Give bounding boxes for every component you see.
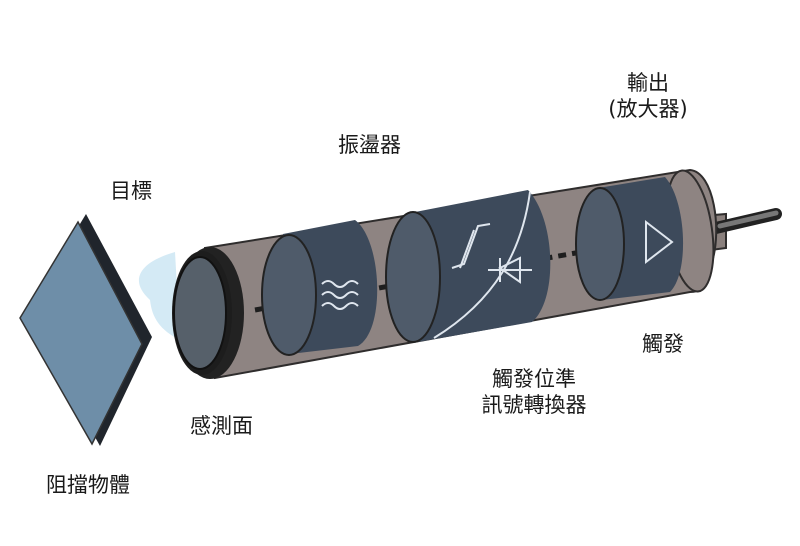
target-plate: [19, 214, 152, 446]
label-blocking-object: 阻擋物體: [46, 473, 130, 497]
label-output-line1: 輸出: [627, 71, 669, 95]
divider-curve: [433, 191, 531, 339]
oscillator-module: [261, 220, 378, 356]
label-trigger-converter-line2: 訊號轉換器: [481, 393, 587, 417]
label-output: 輸出 (放大器): [598, 70, 698, 122]
amplifier-module: [575, 177, 684, 301]
converter-module: [385, 190, 551, 343]
wave-icon: [321, 280, 359, 310]
label-oscillator: 振盪器: [338, 133, 401, 157]
sensing-face: [172, 247, 244, 379]
label-trigger-converter-line1: 觸發位準: [492, 367, 576, 391]
label-trigger-converter: 觸發位準 訊號轉換器: [474, 366, 594, 418]
label-trigger: 觸發: [642, 332, 684, 356]
diode-icon: [488, 256, 532, 284]
amplifier-icon: [645, 219, 674, 265]
label-sensing-face: 感測面: [190, 414, 253, 438]
label-output-line2: (放大器): [608, 97, 688, 121]
label-target: 目標: [110, 179, 152, 203]
hysteresis-icon: [451, 223, 491, 269]
sensing-field: [138, 252, 180, 340]
